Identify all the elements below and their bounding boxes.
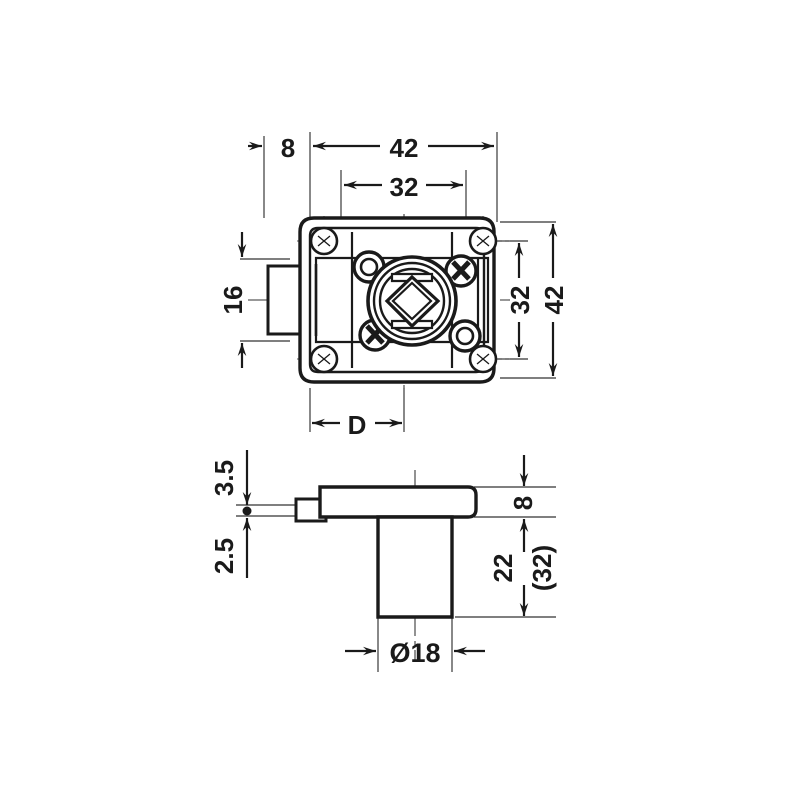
corner-mounting-holes xyxy=(309,226,498,374)
side-barrel xyxy=(376,515,454,619)
dimension-3-5-label: 3.5 xyxy=(209,460,239,496)
cylinder-keyway-inner xyxy=(391,281,433,321)
dimension-D-bottom: D xyxy=(312,410,402,440)
side-reference-dot xyxy=(242,506,252,516)
side-cap-plate xyxy=(318,485,478,519)
dimension-diameter-18-label: Ø18 xyxy=(389,638,440,668)
phillips-screw-top-right-cross xyxy=(451,260,471,281)
dimension-42-top: 42 xyxy=(313,133,494,163)
dimension-42-top-label: 42 xyxy=(390,133,419,163)
key-cylinder xyxy=(366,255,458,347)
dimension-diameter-18: Ø18 xyxy=(345,638,485,668)
dimension-8-right: 8 xyxy=(508,455,538,510)
dimension-32-paren-label: (32) xyxy=(527,545,557,591)
dimension-2-5-left: 2.5 xyxy=(209,518,252,578)
front-view-group: 8 42 32 16 32 42 xyxy=(218,132,569,440)
dimension-8-label: 8 xyxy=(281,133,295,163)
dimension-16-label: 16 xyxy=(218,286,248,315)
dimension-D-label: D xyxy=(348,410,367,440)
side-extension-lines xyxy=(236,486,556,672)
dimension-32-top: 32 xyxy=(344,172,463,202)
dimension-32-top-label: 32 xyxy=(390,172,419,202)
dimension-16-left: 16 xyxy=(218,232,248,368)
plain-boss-top-left-bore xyxy=(359,257,379,277)
dimension-3-5-left: 3.5 xyxy=(209,450,252,505)
dimension-42-right: 42 xyxy=(539,224,569,376)
dimension-22-label: 22 xyxy=(488,554,518,583)
dimension-42-right-label: 42 xyxy=(539,286,569,315)
dimension-22-right: 22 (32) xyxy=(488,519,557,616)
side-view-group: 3.5 2.5 8 22 (32) Ø18 xyxy=(209,450,557,672)
plain-boss-bottom-right-bore xyxy=(455,326,475,346)
dimension-2-5-label: 2.5 xyxy=(209,538,239,574)
dimension-8-top: 8 xyxy=(248,133,295,163)
dimension-8-right-label: 8 xyxy=(508,496,538,510)
